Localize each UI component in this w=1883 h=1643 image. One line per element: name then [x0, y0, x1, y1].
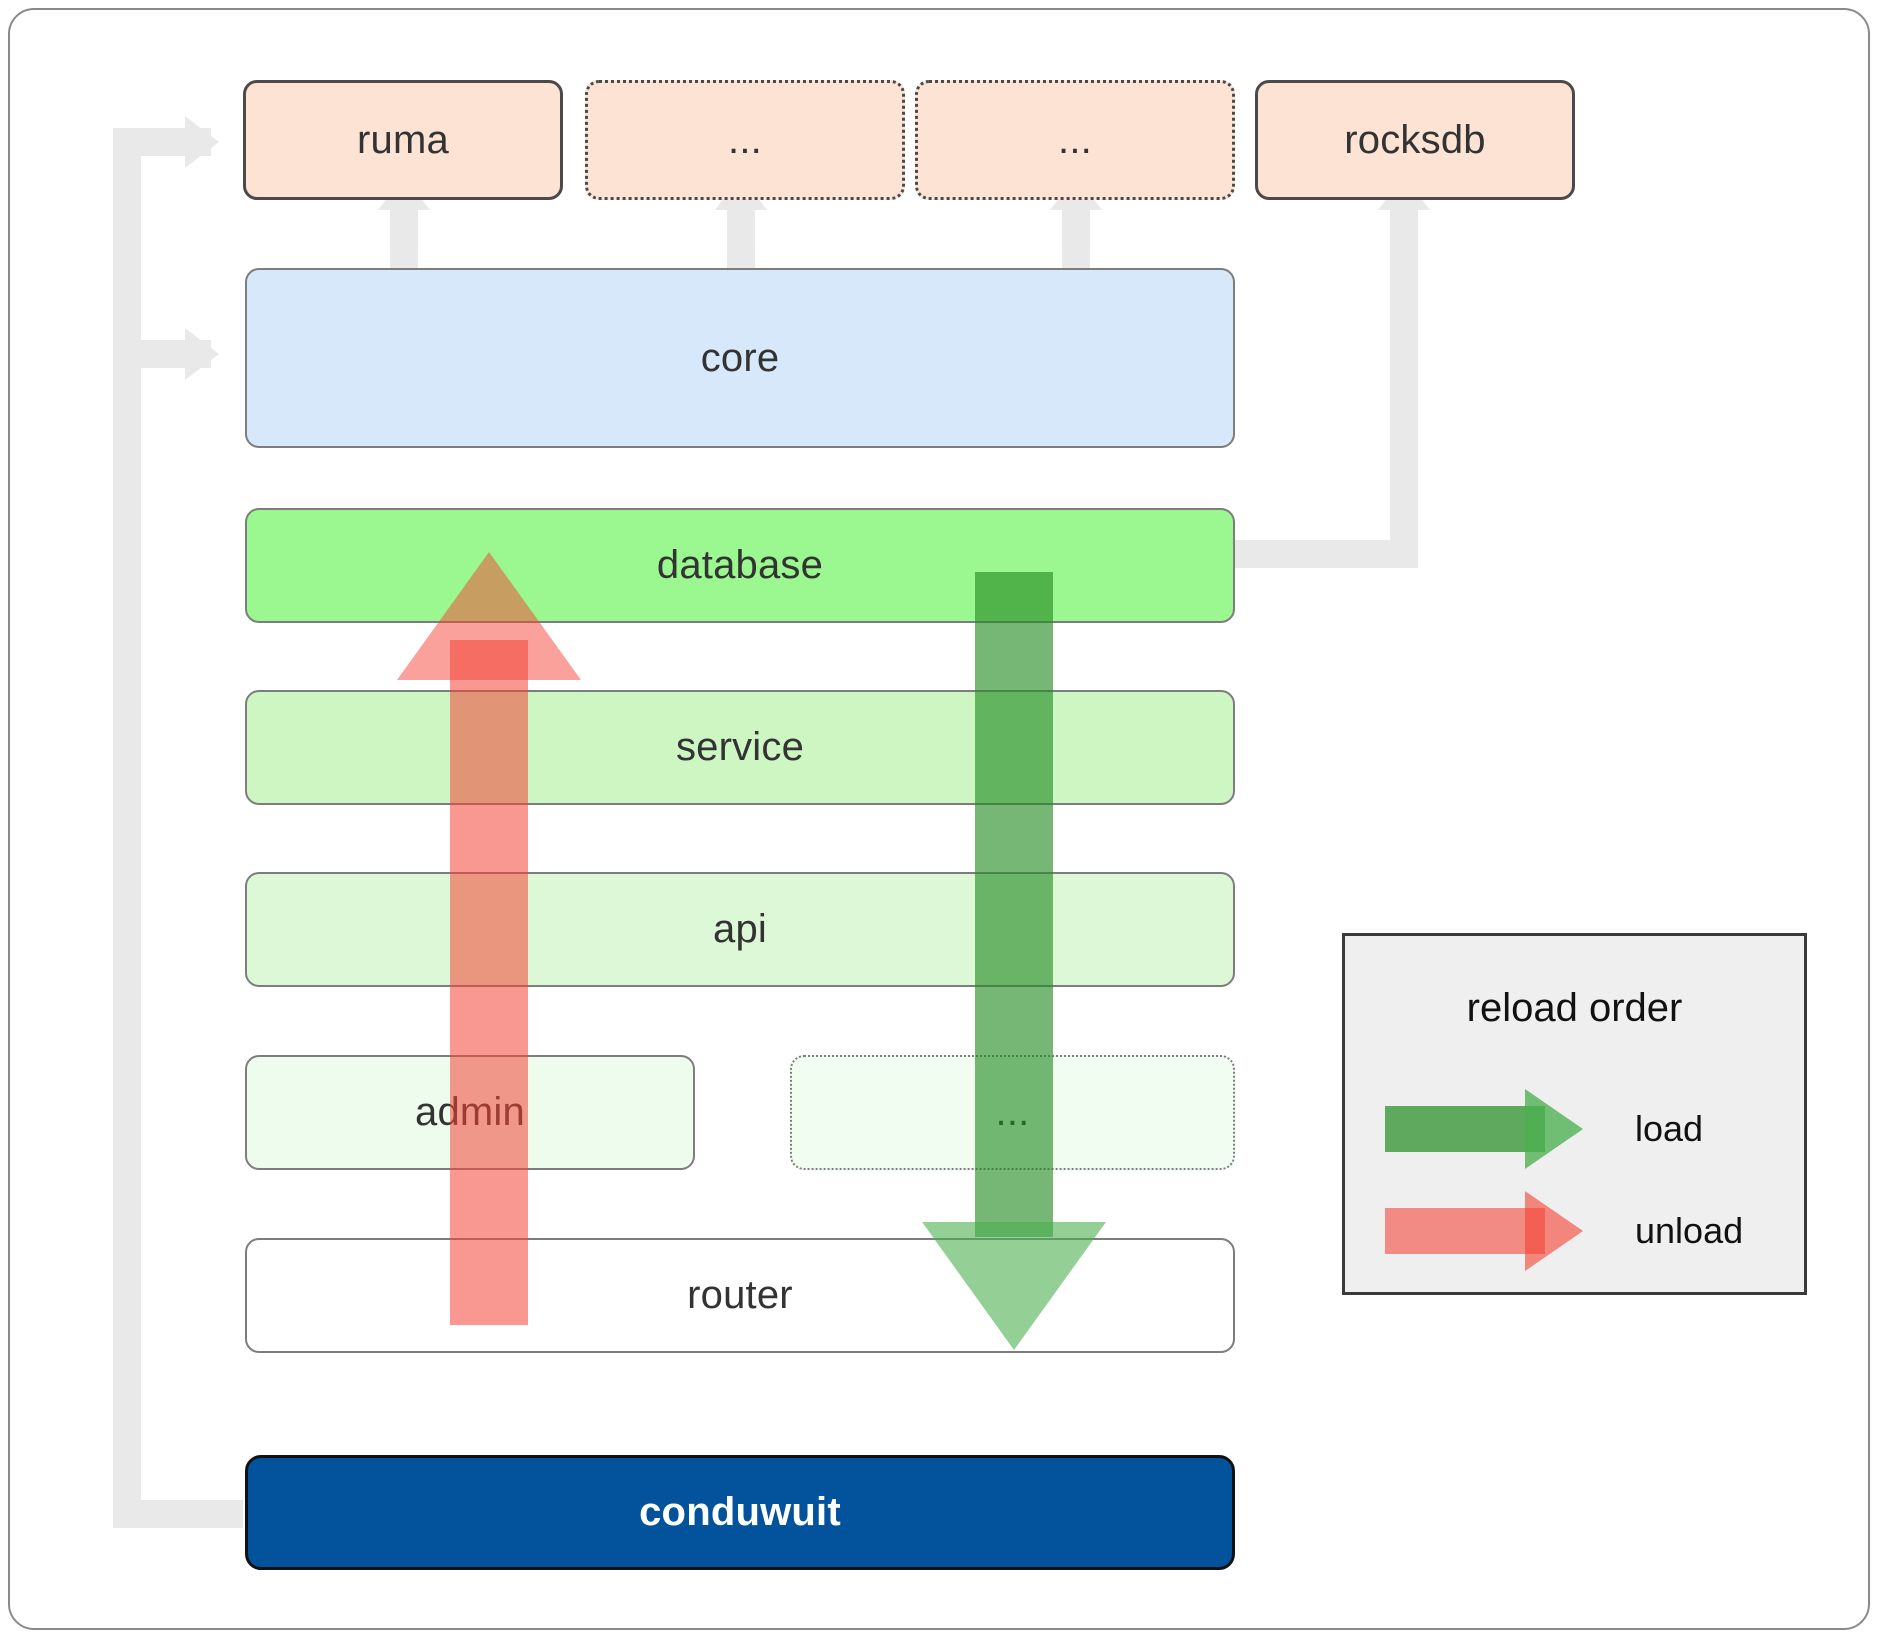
legend-unload-arrow-head-icon [1525, 1191, 1583, 1271]
legend-load-label: load [1635, 1108, 1704, 1149]
legend-load-arrow-head-icon [1525, 1089, 1583, 1169]
node-service[interactable]: service [245, 690, 1235, 805]
connector-core-to-ruma [390, 210, 418, 270]
unload-arrow-shaft [450, 640, 528, 1325]
node-ruma-label: ruma [357, 117, 449, 162]
legend: reload order load unload [1342, 933, 1807, 1295]
connector-left-bottom-horizontal [113, 1500, 243, 1528]
connector-core-to-dots2 [1062, 210, 1090, 270]
connector-arrow-ruma-icon [185, 116, 219, 168]
node-top-dots-2[interactable]: ... [915, 80, 1235, 200]
node-rocksdb[interactable]: rocksdb [1255, 80, 1575, 200]
node-top-dots-1[interactable]: ... [585, 80, 905, 200]
legend-unload-label: unload [1635, 1210, 1744, 1251]
node-router-label: router [687, 1273, 793, 1317]
diagram-frame [8, 8, 1870, 1630]
load-arrow-shaft [975, 572, 1053, 1237]
node-top-dots-2-label: ... [1058, 117, 1092, 162]
node-core[interactable]: core [245, 268, 1235, 448]
node-rocksdb-label: rocksdb [1344, 117, 1486, 162]
connector-database-to-rocksdb-horizontal [1228, 540, 1418, 568]
node-conduwuit-label: conduwuit [639, 1490, 841, 1534]
load-arrow-head-icon [922, 1222, 1106, 1350]
node-api[interactable]: api [245, 872, 1235, 987]
node-database[interactable]: database [245, 508, 1235, 623]
node-ruma[interactable]: ruma [243, 80, 563, 200]
legend-load-arrow-shaft [1385, 1106, 1545, 1152]
connector-core-to-dots1 [727, 210, 755, 270]
connector-database-to-rocksdb-vertical [1390, 210, 1418, 555]
node-top-dots-1-label: ... [728, 117, 762, 162]
node-api-label: api [713, 907, 767, 951]
legend-unload-arrow-shaft [1385, 1208, 1545, 1254]
connector-left-vertical [113, 128, 141, 1528]
connector-arrow-core-icon [185, 328, 219, 380]
legend-title: reload order [1466, 986, 1683, 1030]
node-core-label: core [700, 335, 780, 380]
node-service-label: service [675, 725, 805, 769]
node-database-label: database [656, 543, 824, 587]
unload-arrow-head-icon [397, 552, 581, 680]
node-conduwuit[interactable]: conduwuit [245, 1455, 1235, 1570]
